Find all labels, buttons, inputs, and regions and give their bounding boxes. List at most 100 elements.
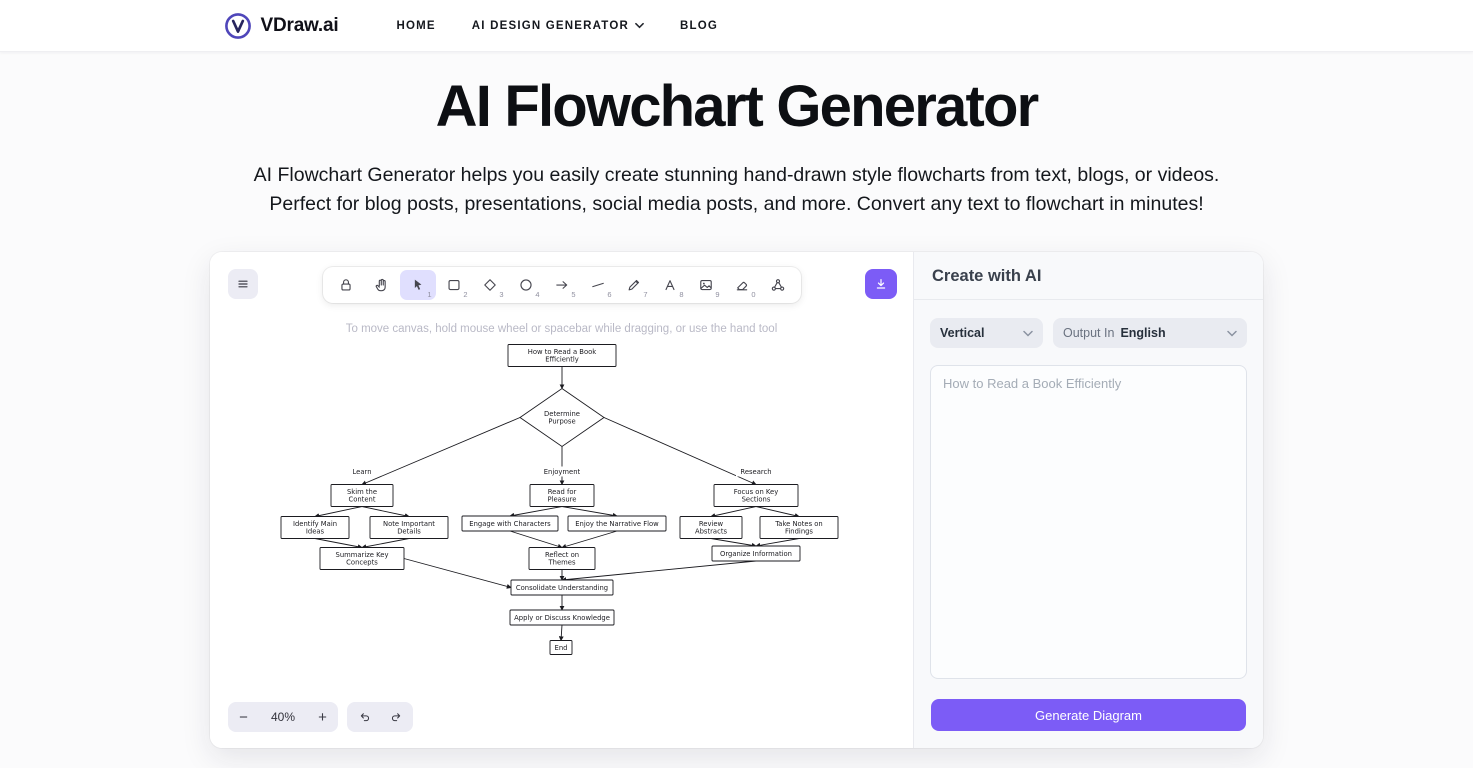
zoom-in-button[interactable]: +: [307, 702, 338, 732]
nav-item-label: AI DESIGN GENERATOR: [471, 19, 629, 32]
undo-icon: [360, 713, 369, 722]
nav-home[interactable]: HOME: [396, 20, 435, 32]
tool-shortcut: 9: [715, 290, 720, 300]
flow-node-reflect[interactable]: [528, 547, 596, 571]
flow-node-takenotes[interactable]: [759, 516, 839, 540]
redo-button[interactable]: [380, 702, 412, 732]
tool-shortcut: 4: [535, 290, 540, 300]
vdraw-logo-icon: [224, 12, 251, 39]
flow-node-summarize[interactable]: [319, 547, 405, 571]
output-in-label: Output In: [1063, 326, 1115, 341]
flow-node-text: Efficiently: [545, 356, 579, 364]
flow-node-note[interactable]: [369, 516, 449, 540]
more-tools[interactable]: [760, 270, 796, 300]
redo-icon: [391, 713, 400, 722]
language-select[interactable]: Output In English: [1053, 318, 1247, 349]
flow-edge: [361, 506, 410, 519]
flow-edge: [561, 506, 618, 519]
lock-tool[interactable]: [328, 270, 364, 300]
flow-node-text: How to Read a Book: [528, 349, 597, 357]
flow-edge: [314, 538, 363, 550]
zoom-level[interactable]: 40%: [270, 710, 296, 725]
flow-node-engage[interactable]: [461, 515, 559, 532]
flow-edge: [710, 538, 757, 549]
flow-node-text: Learn: [353, 468, 372, 476]
flow-node-text: Determine: [544, 411, 580, 419]
top-navigation: VDraw.ai HOME AI DESIGN GENERATOR BLOG: [0, 0, 1473, 52]
diamond-tool[interactable]: 3: [472, 270, 508, 300]
undo-button[interactable]: [348, 702, 380, 732]
zoom-out-button[interactable]: −: [228, 702, 259, 732]
brand[interactable]: VDraw.ai: [224, 12, 339, 40]
flow-node-text: Take Notes on: [774, 521, 823, 529]
flow-node-text: End: [555, 644, 568, 652]
hand-tool[interactable]: [364, 270, 400, 300]
flow-edge: [509, 506, 563, 519]
page-subtitle: AI Flowchart Generator helps you easily …: [247, 161, 1227, 219]
chevron-down-icon: [635, 22, 644, 29]
flow-node-identify[interactable]: [280, 516, 350, 540]
rectangle-tool[interactable]: 2: [436, 270, 472, 300]
chevron-down-icon: [1227, 330, 1237, 337]
flow-node-text: Identify Main: [293, 521, 337, 529]
nav-ai-design-generator[interactable]: AI DESIGN GENERATOR: [472, 20, 644, 32]
chevron-down-icon: [1023, 330, 1033, 337]
direction-select[interactable]: Vertical: [930, 318, 1043, 349]
export-button[interactable]: [865, 269, 897, 300]
arrow-tool[interactable]: 5: [544, 270, 580, 300]
flow-node-read[interactable]: [529, 484, 595, 508]
nav-menu: HOME AI DESIGN GENERATOR BLOG: [396, 20, 718, 32]
rectangle-icon: [447, 280, 460, 291]
flow-node-purpose[interactable]: [519, 388, 605, 448]
flow-edge: [509, 530, 563, 549]
flow-node-text: Note Important: [383, 521, 435, 529]
flow-edge: [314, 506, 363, 519]
flow-node-start[interactable]: [507, 344, 617, 368]
flow-node-text: Read for: [548, 489, 577, 497]
flow-edge: [361, 538, 410, 550]
prompt-input[interactable]: [930, 365, 1247, 680]
flow-node-text: Research: [740, 468, 771, 476]
flow-node-text: Enjoyment: [544, 468, 581, 476]
flow-edge: [755, 538, 800, 549]
flow-label-bg-enjoyment: [540, 466, 584, 477]
line-tool[interactable]: 6: [580, 270, 616, 300]
image-tool[interactable]: 9: [688, 270, 724, 300]
flow-edge: [710, 506, 757, 519]
flow-label-bg-learn: [347, 466, 377, 477]
text-tool[interactable]: 8: [652, 270, 688, 300]
eraser-icon: [736, 282, 747, 291]
flow-node-text: Skim the: [347, 489, 377, 497]
flow-node-focus[interactable]: [713, 484, 799, 508]
flow-node-text: Focus on Key: [734, 489, 779, 497]
flow-edge: [755, 506, 800, 519]
flow-node-narrative[interactable]: [567, 515, 667, 532]
line-icon: [591, 283, 604, 288]
flow-node-consolidate[interactable]: [510, 579, 614, 596]
draw-tool[interactable]: 7: [616, 270, 652, 300]
tool-shortcut: 8: [679, 290, 684, 300]
ai-panel-title: Create with AI: [914, 252, 1263, 301]
language-value: English: [1120, 326, 1166, 341]
canvas-menu-button[interactable]: [228, 269, 258, 300]
flow-node-text: Ideas: [306, 528, 325, 536]
flow-node-text: Apply or Discuss Knowledge: [514, 614, 610, 622]
selection-tool[interactable]: 1: [399, 270, 436, 301]
nav-blog[interactable]: BLOG: [680, 20, 718, 32]
ellipse-tool[interactable]: 4: [508, 270, 544, 300]
eraser-tool[interactable]: 0: [724, 270, 760, 300]
generate-diagram-button[interactable]: Generate Diagram: [931, 699, 1246, 732]
flowchart-svg: How to Read a BookEfficientlyDeterminePu…: [280, 344, 839, 656]
flow-node-review[interactable]: [679, 516, 743, 540]
flow-node-organize[interactable]: [711, 545, 801, 562]
download-icon: [876, 279, 886, 290]
flow-node-skim[interactable]: [330, 484, 394, 508]
brand-name: VDraw.ai: [260, 14, 339, 36]
flow-node-apply[interactable]: [509, 609, 615, 626]
flow-node-text: Concepts: [346, 559, 378, 567]
flow-node-text: Organize Information: [720, 550, 792, 558]
flow-node-text: Summarize Key: [336, 552, 389, 560]
flow-node-end[interactable]: [549, 640, 573, 656]
